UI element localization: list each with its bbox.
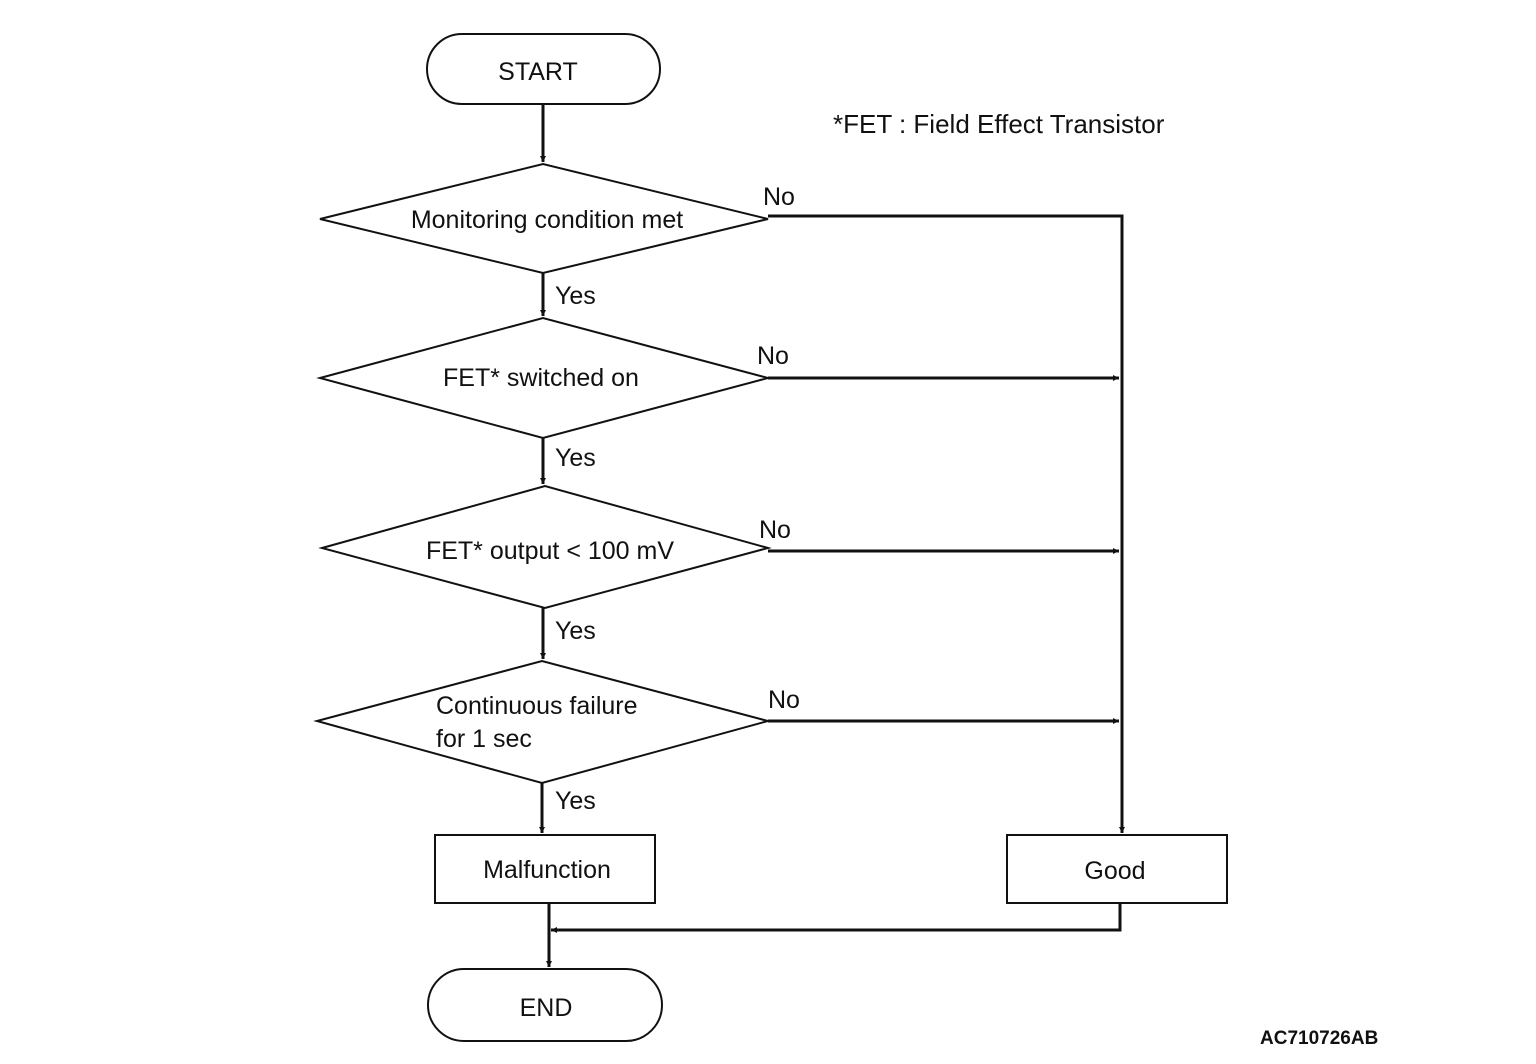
fet-footnote: *FET : Field Effect Transistor	[833, 109, 1165, 139]
malfunction-label: Malfunction	[483, 856, 611, 884]
decision-monitoring-condition-label: Monitoring condition met	[411, 206, 683, 234]
decision-monitoring-condition: Monitoring condition met	[319, 162, 769, 275]
malfunction-box: Malfunction	[434, 834, 656, 904]
yes-label-4: Yes	[555, 787, 596, 815]
yes-label-3: Yes	[555, 617, 596, 645]
good-label: Good	[1084, 857, 1145, 885]
end-label: END	[520, 994, 573, 1022]
yes-label-1: Yes	[555, 282, 596, 310]
no-label-1: No	[763, 183, 795, 211]
decision-continuous-failure-label-line2: for 1 sec	[436, 725, 532, 753]
decision-continuous-failure-label-line1: Continuous failure	[436, 692, 638, 720]
decision-continuous-failure: Continuous failure for 1 sec	[313, 659, 772, 785]
decision-fet-output-label: FET* output < 100 mV	[426, 537, 674, 565]
decision-fet-switched-on-label: FET* switched on	[443, 364, 639, 392]
end-terminal: END	[427, 968, 663, 1042]
start-label: START	[498, 58, 578, 86]
start-terminal: START	[426, 33, 661, 105]
decision-fet-output: FET* output < 100 mV	[318, 484, 772, 610]
arrow-good-to-end	[551, 903, 1122, 933]
no-label-4: No	[768, 686, 800, 714]
no-label-3: No	[759, 516, 791, 544]
figure-code: AC710726AB	[1260, 1028, 1378, 1049]
no-label-2: No	[757, 342, 789, 370]
arrow-decision1-no-to-good	[768, 214, 1125, 833]
yes-label-2: Yes	[555, 444, 596, 472]
decision-fet-switched-on: FET* switched on	[316, 316, 772, 440]
good-box: Good	[1006, 834, 1228, 904]
